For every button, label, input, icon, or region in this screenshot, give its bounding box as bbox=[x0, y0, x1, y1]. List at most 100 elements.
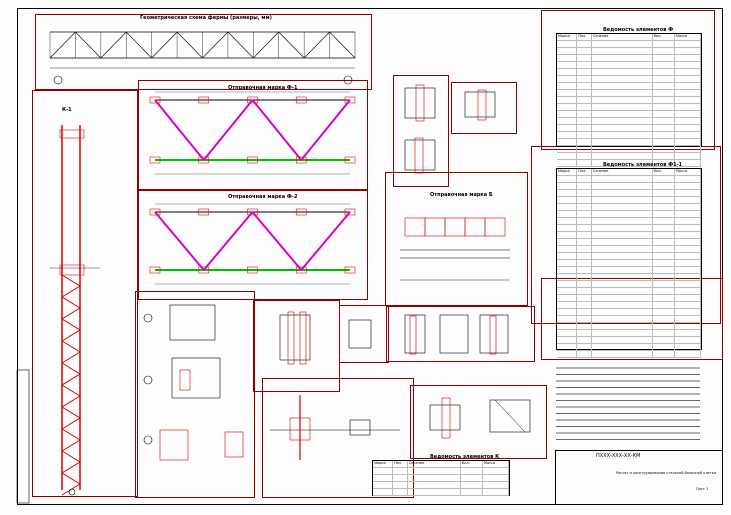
table-row bbox=[557, 218, 701, 225]
table-row bbox=[557, 330, 701, 337]
table-row bbox=[557, 111, 701, 118]
column-lattice bbox=[61, 318, 81, 331]
table-row bbox=[557, 125, 701, 132]
truss-2-node bbox=[295, 266, 307, 274]
table-row bbox=[557, 225, 701, 232]
table-row bbox=[557, 132, 701, 139]
truss-diagonal bbox=[75, 31, 102, 59]
column-lattice bbox=[61, 406, 81, 419]
table-header-cell: Сечение bbox=[592, 34, 653, 40]
column-lattice bbox=[61, 428, 81, 441]
title-block: ПХХХ-ХХХ-ХХ-КМ Расчет и конструирование … bbox=[555, 450, 723, 505]
table-row bbox=[373, 468, 509, 475]
beam-frame bbox=[385, 172, 528, 306]
truss-diagonal bbox=[278, 31, 305, 59]
column-title: К-1 bbox=[62, 107, 72, 113]
truss-1-node bbox=[247, 156, 258, 164]
truss-1-node bbox=[149, 156, 161, 164]
truss-2-frame bbox=[138, 190, 368, 300]
axis-marker bbox=[343, 75, 353, 85]
column-lattice bbox=[61, 285, 81, 298]
node-detail-diagonal bbox=[494, 399, 526, 433]
node-detail-plate bbox=[489, 399, 531, 433]
truss-geometry-frame bbox=[35, 14, 372, 90]
table-row bbox=[557, 260, 701, 267]
truss-1-frame bbox=[138, 80, 368, 190]
truss-2-diagonal bbox=[154, 211, 205, 271]
table-row bbox=[557, 118, 701, 125]
column-head bbox=[59, 129, 85, 139]
truss-diagonal bbox=[176, 31, 203, 59]
table-row bbox=[557, 295, 701, 302]
beam-elevation bbox=[404, 217, 506, 237]
truss-1-node bbox=[344, 156, 356, 164]
section-4-4 bbox=[279, 314, 311, 361]
column-lattice bbox=[61, 450, 81, 463]
table-row bbox=[557, 48, 701, 55]
section-3-3-member bbox=[224, 431, 244, 458]
column-lattice bbox=[61, 362, 81, 375]
column-lattice bbox=[61, 307, 81, 320]
table-row bbox=[557, 146, 701, 153]
column-lattice bbox=[61, 296, 81, 309]
table-header-cell: Марка bbox=[557, 34, 578, 40]
truss-1-node bbox=[344, 96, 356, 104]
sections-frame bbox=[135, 291, 255, 498]
table-header-cell: Поз. bbox=[393, 461, 408, 467]
section-4-4-member bbox=[287, 311, 295, 365]
truss-diagonal bbox=[329, 31, 356, 59]
truss-2-node bbox=[295, 208, 307, 216]
axis-marker bbox=[143, 435, 153, 445]
table-row bbox=[557, 83, 701, 90]
table-header-cell: Марка bbox=[557, 169, 578, 175]
section-2-2-member bbox=[179, 369, 191, 391]
section-6-frame bbox=[386, 306, 535, 362]
section-5-5 bbox=[348, 319, 372, 349]
column-lattice bbox=[61, 461, 81, 474]
table-row bbox=[557, 281, 701, 288]
truss-2-node bbox=[198, 208, 210, 216]
table-row bbox=[557, 344, 701, 351]
spec-table-3-frame bbox=[541, 278, 723, 360]
table-row bbox=[557, 246, 701, 253]
table-row bbox=[373, 489, 509, 496]
truss-1-diagonal bbox=[202, 99, 254, 161]
table-row bbox=[557, 232, 701, 239]
column-lattice bbox=[61, 373, 81, 386]
table-header-cell: Поз. bbox=[577, 169, 592, 175]
table-row bbox=[557, 253, 701, 260]
column-lattice bbox=[61, 340, 81, 353]
table-row bbox=[557, 351, 701, 358]
table-header-cell: Масса bbox=[675, 169, 701, 175]
table-row bbox=[557, 69, 701, 76]
table-row bbox=[557, 76, 701, 83]
truss-diagonal bbox=[151, 31, 178, 59]
table-row bbox=[557, 183, 701, 190]
node-detail-frame-d bbox=[410, 385, 547, 459]
section-1-1 bbox=[169, 304, 216, 341]
column-lattice bbox=[61, 384, 81, 397]
truss-1-node bbox=[198, 156, 210, 164]
table-row bbox=[557, 211, 701, 218]
node-detail-plate bbox=[429, 404, 461, 431]
node-detail-member bbox=[477, 89, 487, 121]
truss-view-title: Геометрическая схема фермы (размеры, мм) bbox=[140, 15, 272, 21]
table-row bbox=[557, 204, 701, 211]
node-detail-member bbox=[441, 397, 451, 439]
section-6-6-member bbox=[409, 315, 417, 355]
title-block-name: Расчет и конструирование стальной балочн… bbox=[616, 471, 717, 475]
section-2-2 bbox=[171, 357, 221, 399]
section-6-6 bbox=[404, 314, 426, 354]
table-row bbox=[557, 41, 701, 48]
column-frame bbox=[32, 90, 138, 497]
axis-marker bbox=[143, 375, 153, 385]
spec-table-3-title: Ведомость элементов К bbox=[430, 454, 500, 460]
table-row bbox=[557, 323, 701, 330]
table-header-cell: Кол. bbox=[461, 461, 483, 467]
spec-table-1-frame bbox=[541, 10, 715, 150]
column-lattice bbox=[61, 329, 81, 342]
